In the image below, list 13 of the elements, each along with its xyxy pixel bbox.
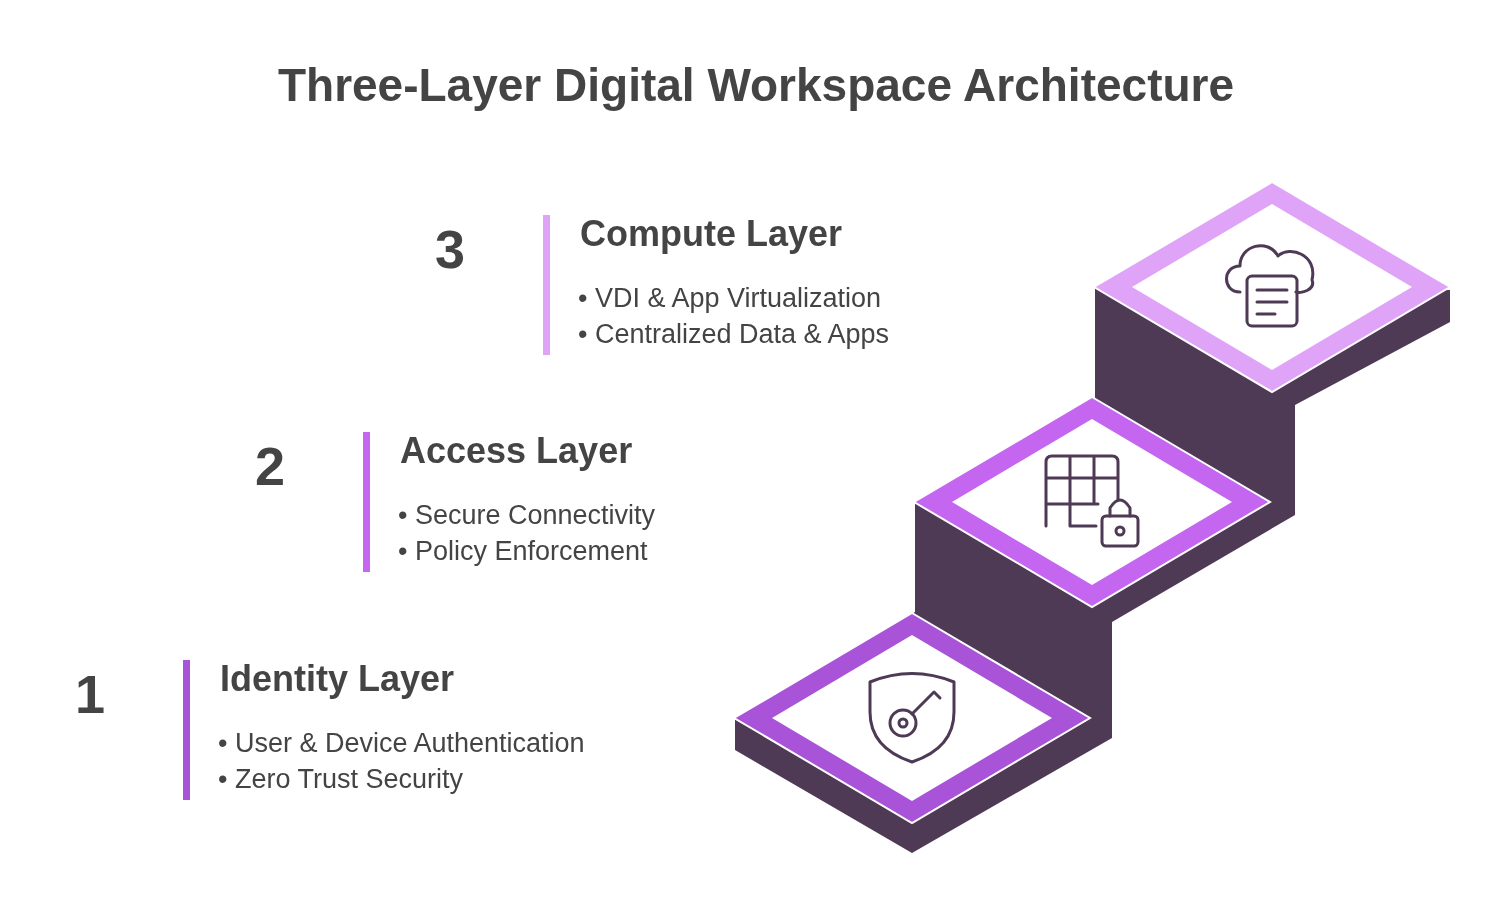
step-number: 2 [255,435,286,497]
bullet-point: • Secure Connectivity [398,500,656,531]
bullet-point: • Policy Enforcement [398,536,648,567]
layer-heading: Identity Layer [220,658,455,700]
bullet-point: • VDI & App Virtualization [578,283,882,314]
title: Three-Layer Digital Workspace Architecture [276,58,1236,112]
bullet-point: • Zero Trust Security [218,764,464,795]
step-number: 1 [75,663,106,725]
bullet-point: • User & Device Authentication [218,728,585,759]
step-number: 3 [435,218,466,280]
layer-heading: Compute Layer [580,213,843,255]
layer-heading: Access Layer [400,430,633,472]
bullet-point: • Centralized Data & Apps [578,319,890,350]
